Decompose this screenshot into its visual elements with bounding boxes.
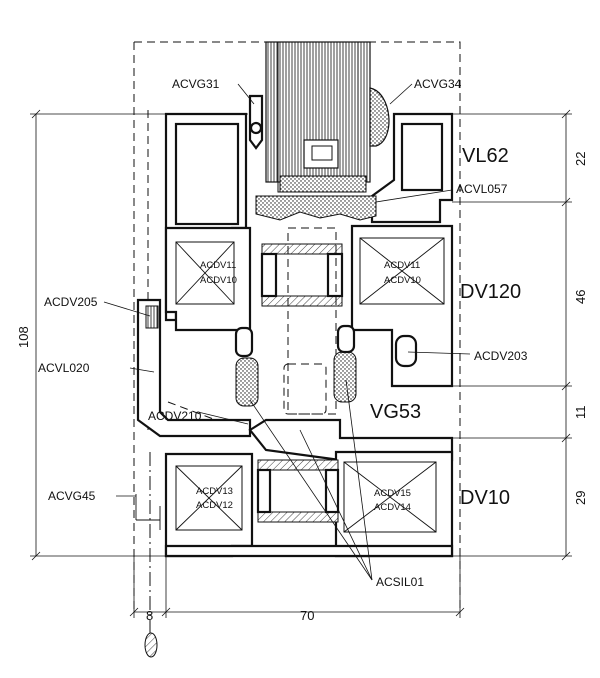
glass-unit — [265, 41, 371, 193]
frame-dv120-left — [164, 226, 252, 332]
frame-dv120-right — [350, 224, 454, 388]
sash-upper-left — [164, 112, 248, 322]
dimension-values: 22 46 11 29 108 8 70 — [16, 152, 588, 623]
dim-8: 8 — [146, 608, 153, 623]
drip-seal — [144, 632, 158, 658]
thermal-break-lower — [256, 459, 340, 523]
label-acvg31: ACVG31 — [172, 77, 220, 91]
label-dv10: DV10 — [460, 487, 510, 509]
gasket-acvg34 — [369, 87, 390, 147]
callout-labels: ACVG31 ACVG34 VL62 ACVL057 ACDV205 ACDV1… — [38, 77, 528, 589]
label-acdv13: ACDV13 — [196, 486, 233, 497]
leader-lines — [103, 83, 471, 581]
label-acdv11-right: ACDV11 — [384, 260, 420, 271]
label-dv120: DV120 — [460, 281, 521, 303]
dim-70: 70 — [300, 608, 314, 623]
sash-outline-dashed — [283, 227, 337, 415]
sash-upper-right — [370, 112, 454, 224]
label-acdv11-left: ACDV11 — [200, 260, 236, 271]
cover-cap-left — [136, 298, 252, 438]
label-acvg45: ACVG45 — [48, 489, 96, 503]
label-vl62: VL62 — [462, 145, 509, 167]
label-acdv10-right: ACDV10 — [384, 275, 421, 286]
gasket-acvg31 — [248, 94, 264, 150]
label-vg53: VG53 — [370, 401, 421, 423]
label-acvl057: ACVL057 — [456, 182, 508, 196]
dim-46: 46 — [573, 290, 588, 304]
dim-108: 108 — [16, 326, 31, 348]
label-acdv203: ACDV203 — [474, 349, 528, 363]
label-acdv205: ACDV205 — [44, 295, 98, 309]
label-acsil01: ACSIL01 — [376, 575, 424, 589]
label-acvl020: ACVL020 — [38, 361, 90, 375]
gasket-vg53 — [234, 324, 357, 407]
dim-29: 29 — [573, 491, 588, 505]
label-acdv10-left: ACDV10 — [200, 275, 237, 286]
label-acdv15: ACDV15 — [374, 488, 411, 499]
gasket-acvg45 — [135, 494, 161, 530]
label-acdv12: ACDV12 — [196, 500, 233, 511]
dim-22: 22 — [573, 152, 588, 166]
thermal-break-upper — [260, 243, 344, 307]
glazing-bead — [255, 195, 377, 221]
label-acvg34: ACVG34 — [414, 77, 462, 91]
dimension-lines — [30, 109, 572, 618]
label-acdv210: ACDV210 — [148, 409, 202, 423]
frame-base — [164, 544, 454, 558]
label-acdv14: ACDV14 — [374, 502, 411, 513]
dim-11: 11 — [573, 406, 588, 420]
